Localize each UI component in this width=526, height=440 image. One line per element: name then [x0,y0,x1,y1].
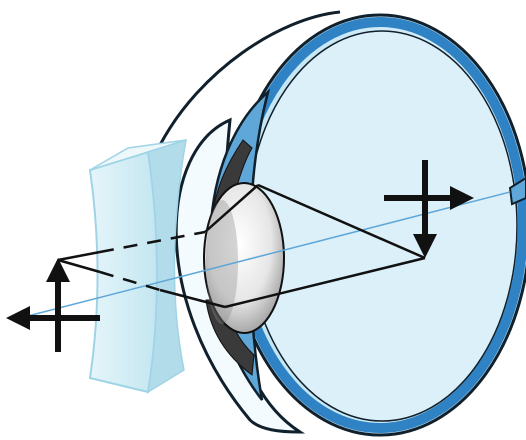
object-arrow-group [6,258,100,352]
inner-eye-wall [247,31,517,421]
ray-top-incoming [58,252,100,260]
ray-bottom-incoming [58,260,100,272]
object-horizontal-arrow-head [6,306,30,330]
